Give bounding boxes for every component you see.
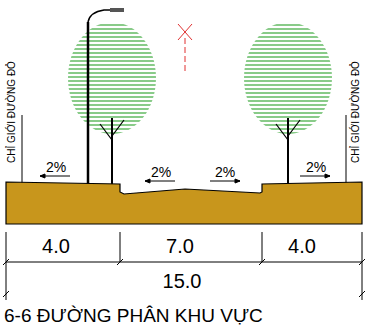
slope-label: 2% (306, 160, 326, 174)
boundary-line (346, 115, 347, 184)
tree (244, 22, 332, 184)
slope-label: 2% (151, 165, 171, 179)
boundary-label: CHỈ GIỚI ĐƯỜNG ĐỎ (351, 61, 361, 163)
dimension-label: 7.0 (166, 236, 194, 256)
dimension-line (3, 232, 365, 300)
dimension-label: 4.0 (288, 236, 316, 256)
slope-label: 2% (46, 160, 66, 174)
caption: 6-6 ĐƯỜNG PHÂN KHU VỰC (4, 306, 263, 325)
tree (68, 22, 156, 184)
street-lamp (88, 8, 124, 184)
ground (6, 182, 362, 224)
slope-label: 2% (215, 165, 235, 179)
boundary-label: CHỈ GIỚI ĐƯỜNG ĐỎ (7, 61, 17, 163)
boundary-line (22, 115, 23, 184)
dimension-label: 15.0 (163, 271, 202, 291)
centerline-symbol (178, 24, 192, 72)
slope-arrow (40, 174, 330, 183)
dimension-label: 4.0 (42, 236, 70, 256)
